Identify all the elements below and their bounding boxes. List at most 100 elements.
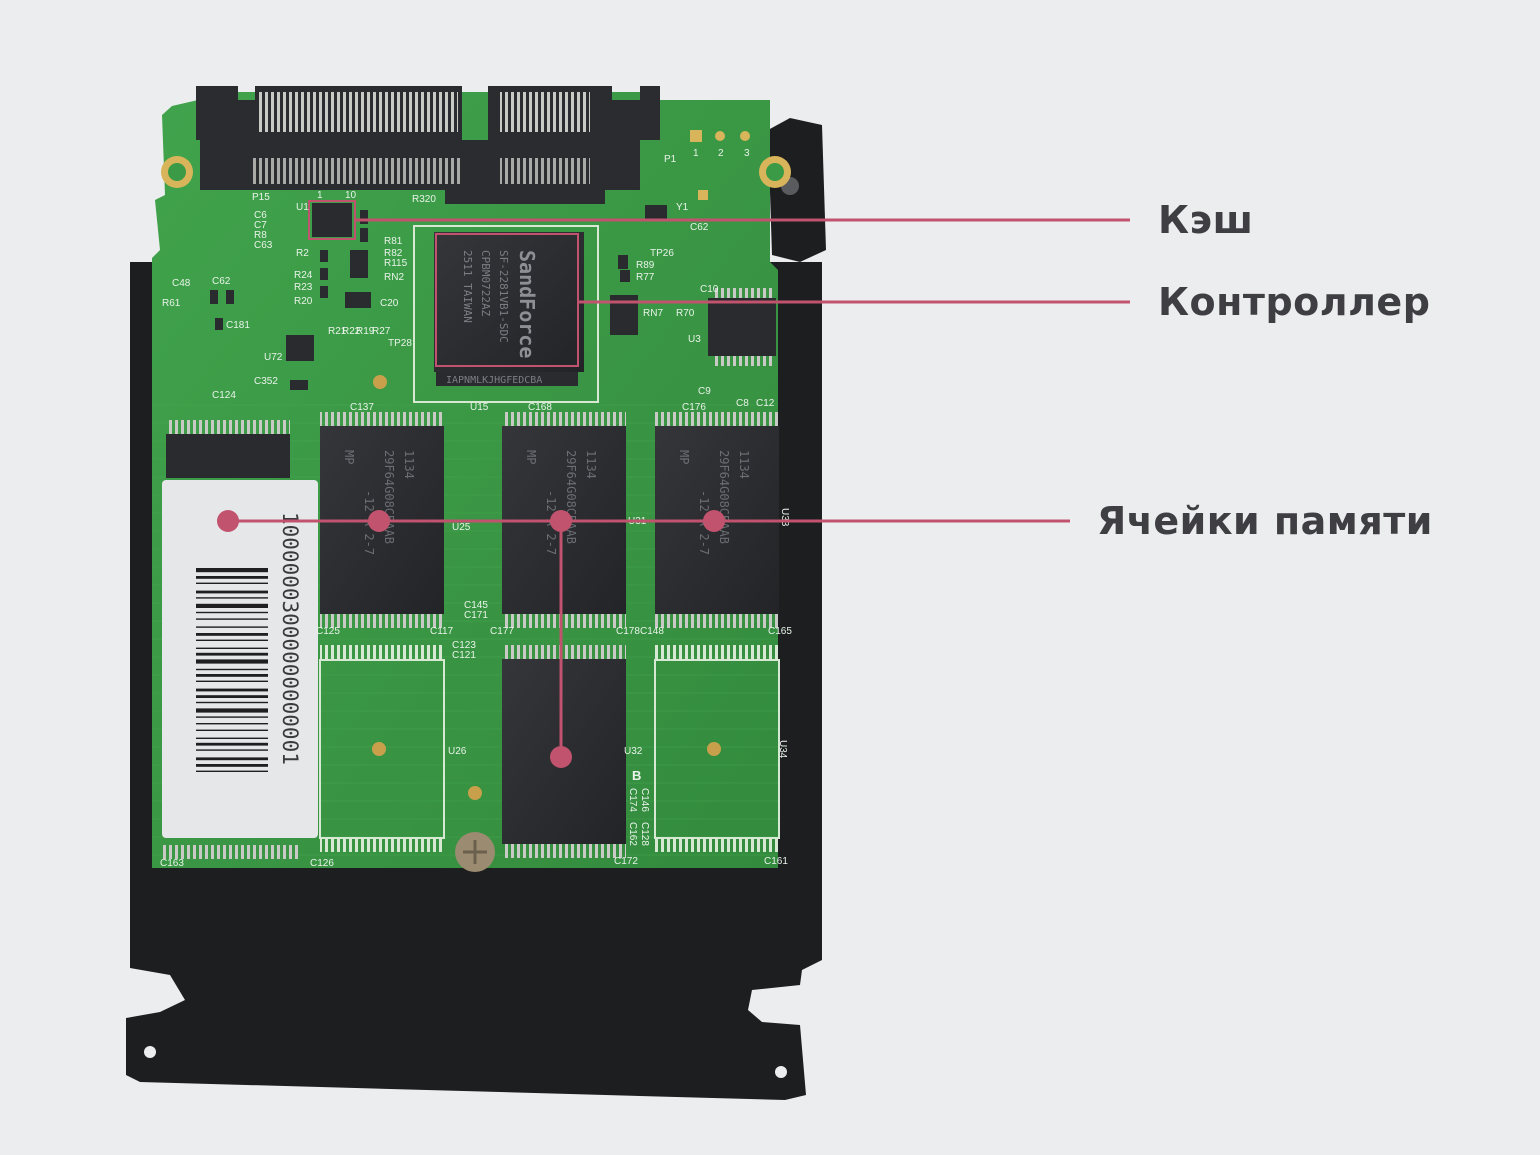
- silk-label: C145: [464, 600, 488, 611]
- silk-label: R20: [294, 296, 313, 307]
- barcode-bar: [196, 688, 268, 692]
- controller-chip: SandForce SF-2281VB1-SDC CPBM0722AZ 2511…: [413, 225, 599, 403]
- silk-label: R320: [412, 194, 436, 205]
- silk-label: C62: [690, 222, 709, 233]
- barcode-bar: [196, 652, 268, 656]
- callout-dots: [217, 510, 725, 768]
- silk-label: C20: [380, 298, 399, 309]
- barcode-bar: [196, 603, 268, 608]
- nand-marking-line1: 1134: [737, 450, 751, 479]
- cache-chip: [308, 200, 356, 240]
- silk-label: C8: [736, 398, 749, 409]
- silk-label: U33: [779, 508, 790, 527]
- silk-label: R8: [254, 230, 267, 241]
- silk-label: C6: [254, 210, 267, 221]
- silk-label: C148: [640, 626, 664, 637]
- silk-label: C9: [698, 386, 711, 397]
- barcode-bar: [196, 749, 268, 751]
- barcode-bar: [196, 582, 268, 584]
- silk-label: C7: [254, 220, 267, 231]
- nand-logo: MP: [677, 450, 691, 464]
- silk-label: Y1: [676, 202, 689, 213]
- u3-chip: [708, 298, 776, 356]
- barcode-bar: [196, 633, 268, 636]
- controller-model: SF-2281VB1-SDC: [497, 250, 510, 343]
- silk-label: R24: [294, 270, 313, 281]
- silk-label: C48: [172, 278, 191, 289]
- silk-label: C117: [430, 626, 454, 637]
- silk-label: C146: [639, 788, 650, 812]
- silk-label: U3: [688, 334, 701, 345]
- silk-label: TP28: [388, 338, 412, 349]
- barcode-bar: [196, 659, 268, 664]
- memory-marker-dot: [217, 510, 239, 532]
- silk-label: RN2: [384, 272, 404, 283]
- barcode-bar: [196, 742, 268, 746]
- barcode-bar: [196, 576, 268, 579]
- barcode-bar: [196, 770, 268, 772]
- callout-lines: [228, 218, 1130, 757]
- barcode-bar: [196, 729, 268, 731]
- silk-label: C128: [639, 822, 650, 846]
- silkscreen-labels: P15 U1 1 10 C6 C7 R8 C63 R2 R24 R23 R20 …: [160, 148, 792, 869]
- mounting-hole: [144, 1046, 156, 1058]
- silk-label: TP26: [650, 248, 674, 259]
- silk-label: C12: [756, 398, 775, 409]
- silk-label: R61: [162, 298, 181, 309]
- silk-label: R81: [384, 236, 403, 247]
- silk-label: C121: [452, 650, 476, 661]
- silk-label: 1: [693, 148, 699, 159]
- silk-label: C161: [764, 856, 788, 867]
- silk-label: U32: [624, 746, 643, 757]
- silk-label: C126: [310, 858, 334, 869]
- barcode-bar: [196, 695, 268, 698]
- nand-logo: MP: [524, 450, 538, 464]
- silk-label: R21: [328, 326, 347, 337]
- cache-label: Кэш: [1158, 198, 1254, 242]
- silk-label: R89: [636, 260, 655, 271]
- silk-label: C137: [350, 402, 374, 413]
- silk-label: R23: [294, 282, 313, 293]
- silk-label: C178: [616, 626, 640, 637]
- silk-label: C172: [614, 856, 638, 867]
- barcode-bar: [196, 701, 268, 704]
- memory-marker-dot: [550, 746, 572, 768]
- barcode-bar: [196, 568, 268, 573]
- silk-label: U25: [452, 522, 471, 533]
- barcode-bar: [196, 764, 268, 767]
- silk-label: C62: [212, 276, 231, 287]
- silk-label: 1: [317, 190, 323, 201]
- barcode-bar: [196, 626, 268, 628]
- silk-label: P1: [664, 154, 677, 165]
- sata-connector: [196, 86, 660, 204]
- silk-label: C174: [627, 788, 638, 812]
- silk-label: R19: [356, 326, 375, 337]
- barcode-number: 10000003000000000001: [278, 512, 302, 765]
- nand-marking-line1: 1134: [584, 450, 598, 479]
- silk-label: U15: [470, 402, 489, 413]
- silk-label: 2: [718, 148, 724, 159]
- silk-label: 10: [345, 190, 357, 201]
- silk-label: 3: [744, 148, 750, 159]
- silk-label: C163: [160, 858, 184, 869]
- memory-cells-label: Ячейки памяти: [1097, 499, 1433, 543]
- controller-label: Контроллер: [1158, 280, 1431, 324]
- silk-label: P15: [252, 192, 270, 203]
- barcode-bar: [196, 647, 268, 649]
- barcode-bar: [196, 716, 268, 718]
- mounting-hole: [775, 1066, 787, 1078]
- silk-label: R77: [636, 272, 655, 283]
- silk-label: B: [632, 768, 641, 783]
- barcode-bar: [196, 757, 268, 761]
- silk-label: U1: [296, 202, 309, 213]
- memory-marker-dot: [703, 510, 725, 532]
- silk-label: C176: [682, 402, 706, 413]
- memory-marker-dot: [550, 510, 572, 532]
- barcode-bar: [196, 723, 268, 725]
- silk-label: C171: [464, 610, 488, 621]
- nand-logo: MP: [342, 450, 356, 464]
- barcode-bar: [196, 680, 268, 682]
- silk-label: C165: [768, 626, 792, 637]
- silk-label: C123: [452, 640, 476, 651]
